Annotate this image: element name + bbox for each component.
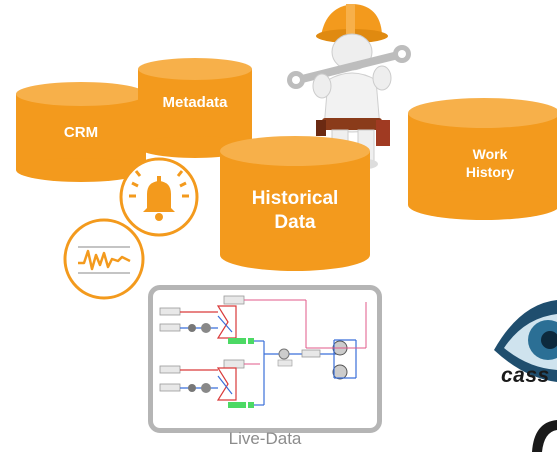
- cassandra-eye-icon: [494, 300, 557, 382]
- cassandra-logo-text: cass: [501, 364, 550, 387]
- work-history-database: [408, 98, 557, 220]
- crm-label: CRM: [63, 124, 99, 141]
- metadata-label: Metadata: [162, 94, 228, 111]
- process-schematic: [159, 295, 367, 408]
- live-data-caption: Live-Data: [228, 429, 302, 448]
- historical-data-database: [220, 136, 370, 271]
- work-history-label-line1: Work: [472, 146, 508, 162]
- crm-database: [16, 82, 146, 182]
- alarm-bell-icon: [119, 157, 199, 237]
- work-history-label-line2: History: [465, 164, 515, 180]
- metadata-database: [138, 58, 252, 158]
- worker-figure-icon: [287, 4, 411, 169]
- live-data-panel: [148, 285, 382, 433]
- trend-chart-icon: [63, 218, 145, 300]
- historical-data-label-line1: Historical: [251, 188, 339, 209]
- secondary-logo-icon: [532, 420, 557, 452]
- historical-data-label-line2: Data: [274, 212, 316, 233]
